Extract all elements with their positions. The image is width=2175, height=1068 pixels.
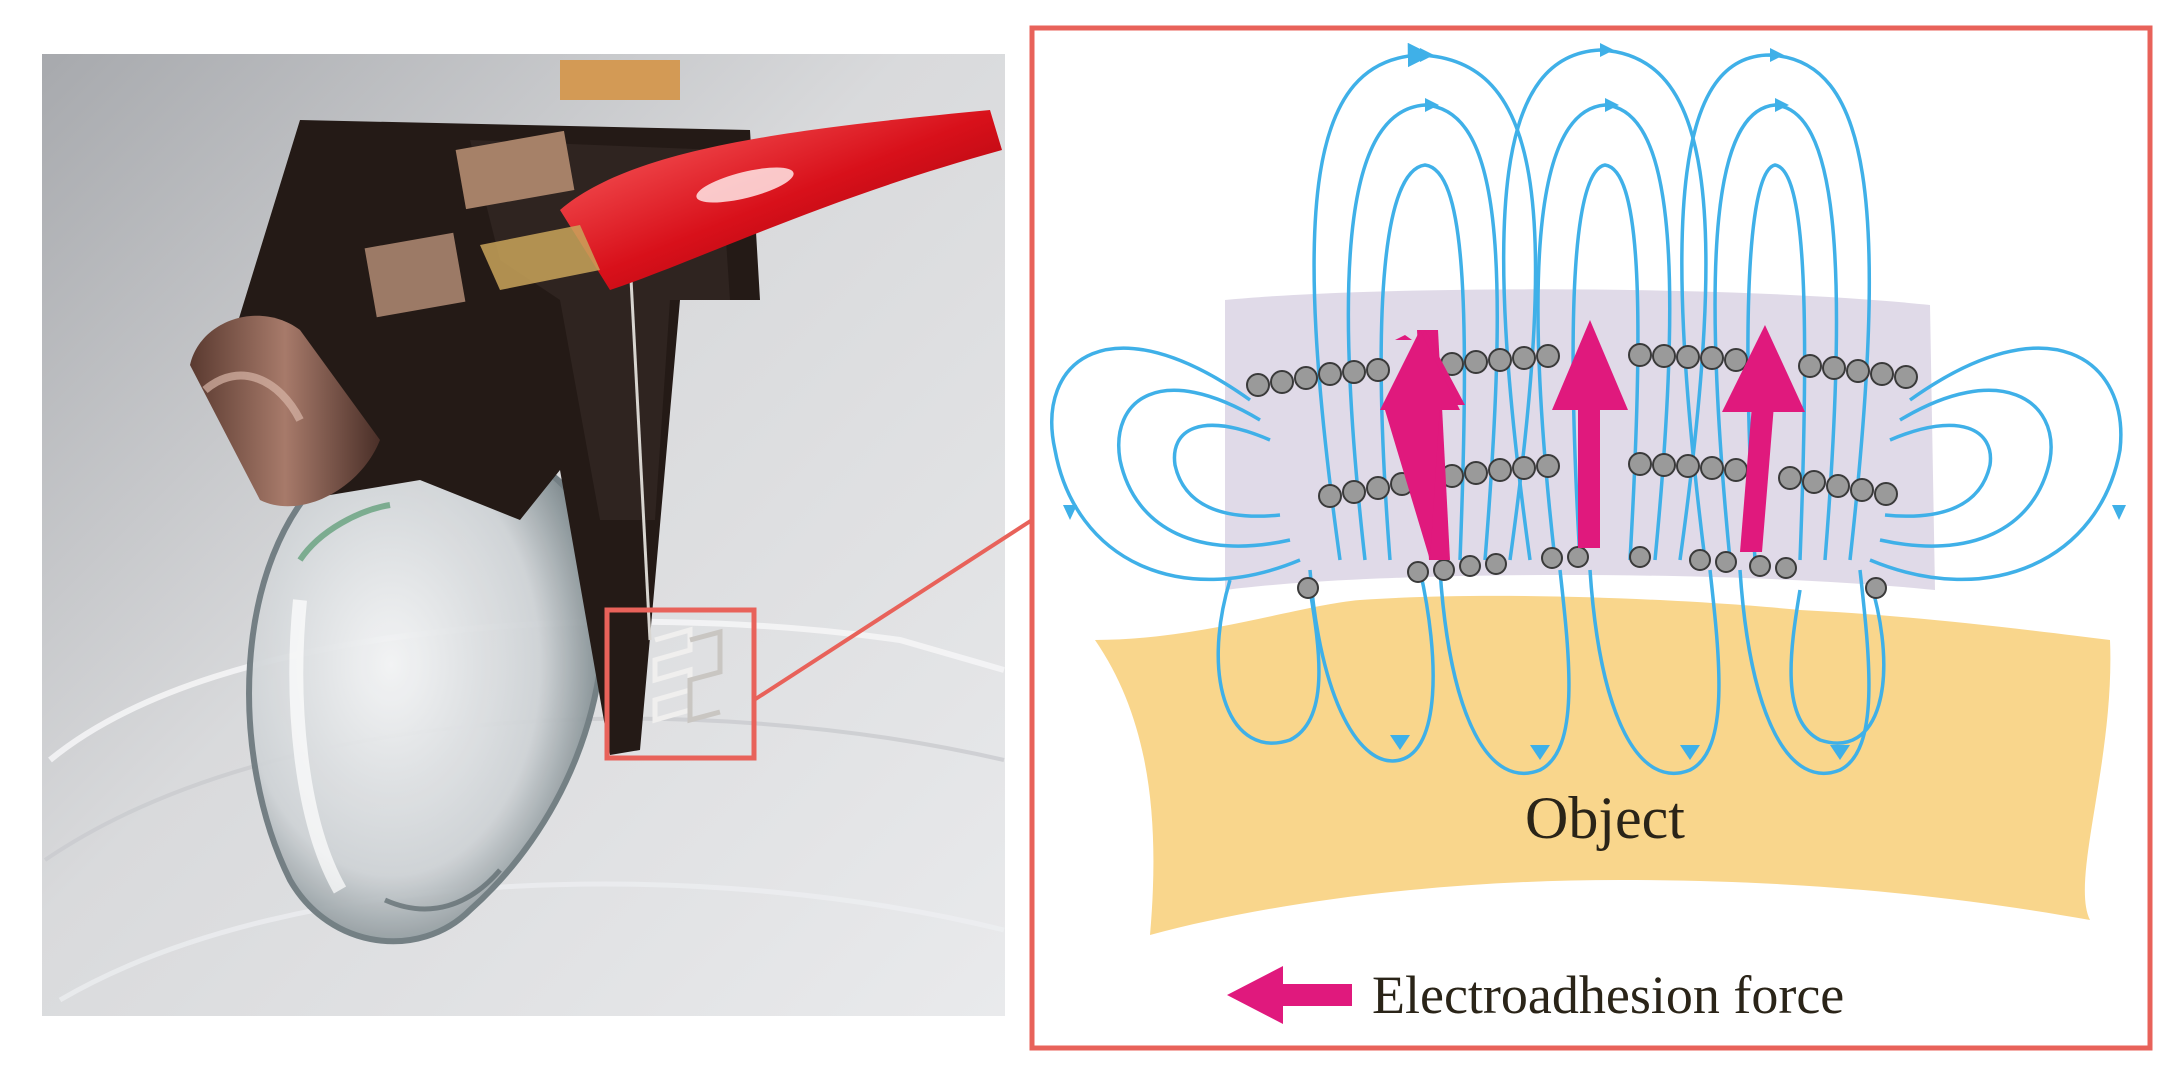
gripper-photo (42, 54, 1005, 1016)
legend-label: Electroadhesion force (1372, 965, 1844, 1025)
legend-force-arrow-icon (1227, 966, 1352, 1024)
charges-upper-row (1246, 343, 1918, 397)
charges-lower-row (1318, 452, 1898, 508)
legend: Electroadhesion force (1227, 965, 1844, 1025)
zoom-highlight-box (604, 607, 757, 761)
zoom-connector-line (752, 518, 1034, 702)
copper-pad (364, 232, 466, 318)
force-arrow-left (1380, 330, 1465, 560)
electroadhesion-diagram: Object Electroadhesion force (1029, 25, 2153, 1051)
copper-pad (560, 60, 680, 100)
rolled-edge (190, 315, 380, 507)
wire (628, 259, 652, 641)
interdigitated-electrode (652, 626, 723, 724)
object-shape (1095, 595, 2111, 935)
copper-pad (455, 130, 575, 210)
alligator-clip (480, 110, 1002, 290)
electroadhesion-force-arrows (1380, 320, 1805, 560)
field-line-arrowheads (1063, 43, 2126, 760)
force-arrow-middle (1552, 320, 1628, 548)
force-arrow-right (1722, 325, 1805, 552)
charges-object-surface (1297, 546, 1887, 599)
object-label: Object (1525, 785, 1685, 851)
